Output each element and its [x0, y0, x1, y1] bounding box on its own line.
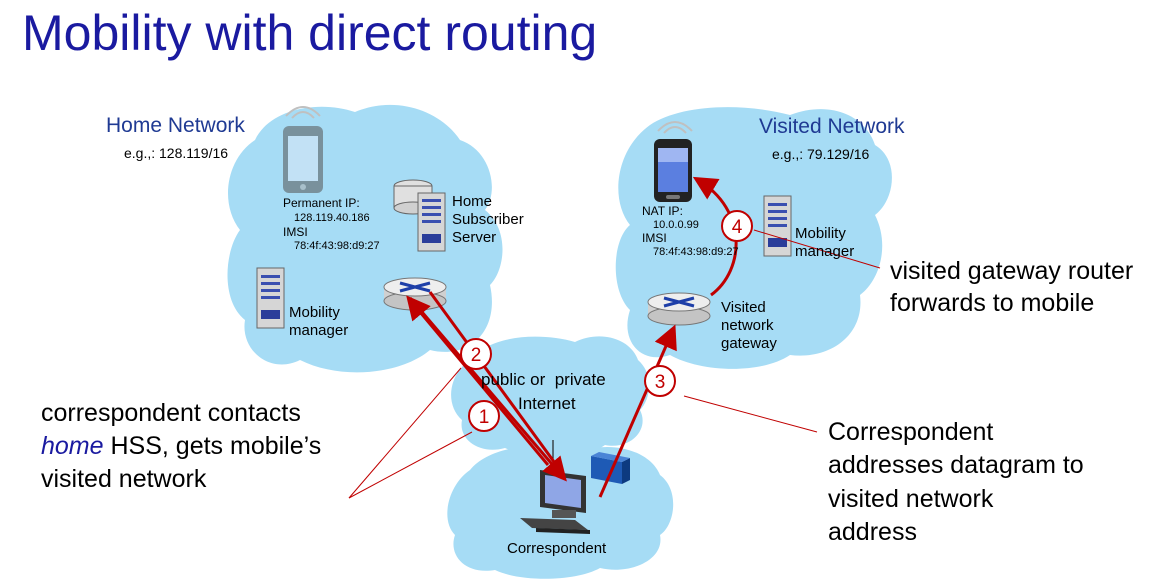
home-signal-icon — [285, 106, 321, 119]
home-mm-label-line-2: manager — [289, 322, 349, 339]
home-network-name: Home Network — [106, 114, 245, 137]
home-network-prefix: e.g.,: 128.119/16 — [124, 145, 229, 161]
home-mobility-manager-server-icon — [256, 267, 285, 329]
step-circle-4: 4 — [721, 210, 753, 242]
arrow-step-1 — [408, 297, 567, 482]
right-bottom-annotation-line-1: Correspondent — [828, 418, 994, 446]
hss-label-line-2: Subscriber — [452, 211, 524, 228]
slide-title: Mobility with direct routing — [22, 5, 598, 61]
right-top-annotation-line-1: visited gateway router — [890, 257, 1134, 285]
visited-gateway-label-line-2: network — [721, 317, 774, 334]
annotation-lines — [348, 229, 881, 499]
visited-signal-icon — [657, 121, 693, 134]
visited-gateway-router-icon — [647, 292, 711, 326]
right-bottom-annotation-line-4: address — [828, 518, 917, 546]
step-circle-3: 3 — [644, 365, 676, 397]
visited-network-name: Visited Network — [759, 115, 905, 138]
left-annotation-line-3: visited network — [41, 465, 207, 493]
arrow-step-2 — [428, 291, 562, 471]
right-top-annotation-line-2: forwards to mobile — [890, 289, 1095, 317]
visited-gateway-label-line-1: Visited — [721, 299, 766, 316]
right-bottom-annotation-line-3: visited network — [828, 485, 994, 513]
visited-imsi-label: IMSI — [642, 231, 667, 245]
step-4-label: 4 — [732, 217, 743, 238]
right-bottom-annotation-line-2: addresses datagram to — [828, 451, 1084, 479]
left-annotation-line-2: home HSS, gets mobile’s — [41, 430, 321, 463]
step-3-label: 3 — [655, 372, 666, 393]
visited-network-prefix: e.g.,: 79.129/16 — [772, 146, 870, 162]
internet-cloud — [451, 336, 650, 457]
visited-gateway-label-line-3: gateway — [721, 335, 777, 352]
left-annotation-line-2-rest: HSS, gets mobile’s — [103, 432, 322, 460]
arrow-step-1-return — [406, 295, 550, 466]
correspondent-label: Correspondent — [507, 540, 607, 557]
visited-nat-ip-value: 10.0.0.99 — [653, 219, 699, 231]
step-1-label: 1 — [479, 407, 490, 428]
home-mm-label-line-1: Mobility — [289, 304, 340, 321]
home-smartphone-icon — [283, 126, 323, 193]
left-annotation-home-word: home — [41, 432, 104, 460]
internet-label-line-2: Internet — [518, 394, 576, 413]
home-imsi-label: IMSI — [283, 225, 308, 239]
visited-nat-ip-label: NAT IP: — [642, 204, 683, 218]
hss-label-line-1: Home — [452, 193, 493, 210]
home-permanent-ip-value: 128.119.40.186 — [294, 212, 370, 224]
visited-mobility-manager-server-icon — [763, 195, 792, 257]
left-annotation-line-1: correspondent contacts — [41, 399, 301, 427]
home-imsi-value: 78:4f:43:98:d9:27 — [294, 240, 380, 252]
hss-server-icon — [393, 179, 446, 252]
step-circle-1: 1 — [468, 400, 500, 432]
visited-smartphone-icon — [654, 139, 692, 202]
arrow-step-3 — [598, 324, 677, 498]
step-2-label: 2 — [471, 345, 482, 366]
hss-label-line-3: Server — [452, 229, 497, 246]
visited-imsi-value: 78:4f:43:98:d9:27 — [653, 246, 739, 258]
visited-mm-label-line-1: Mobility — [795, 225, 846, 242]
internet-label-line-1: public or private — [481, 370, 606, 389]
home-permanent-ip-label: Permanent IP: — [283, 196, 360, 210]
step-circle-2: 2 — [460, 338, 492, 370]
visited-mm-label-line-2: manager — [795, 243, 855, 260]
